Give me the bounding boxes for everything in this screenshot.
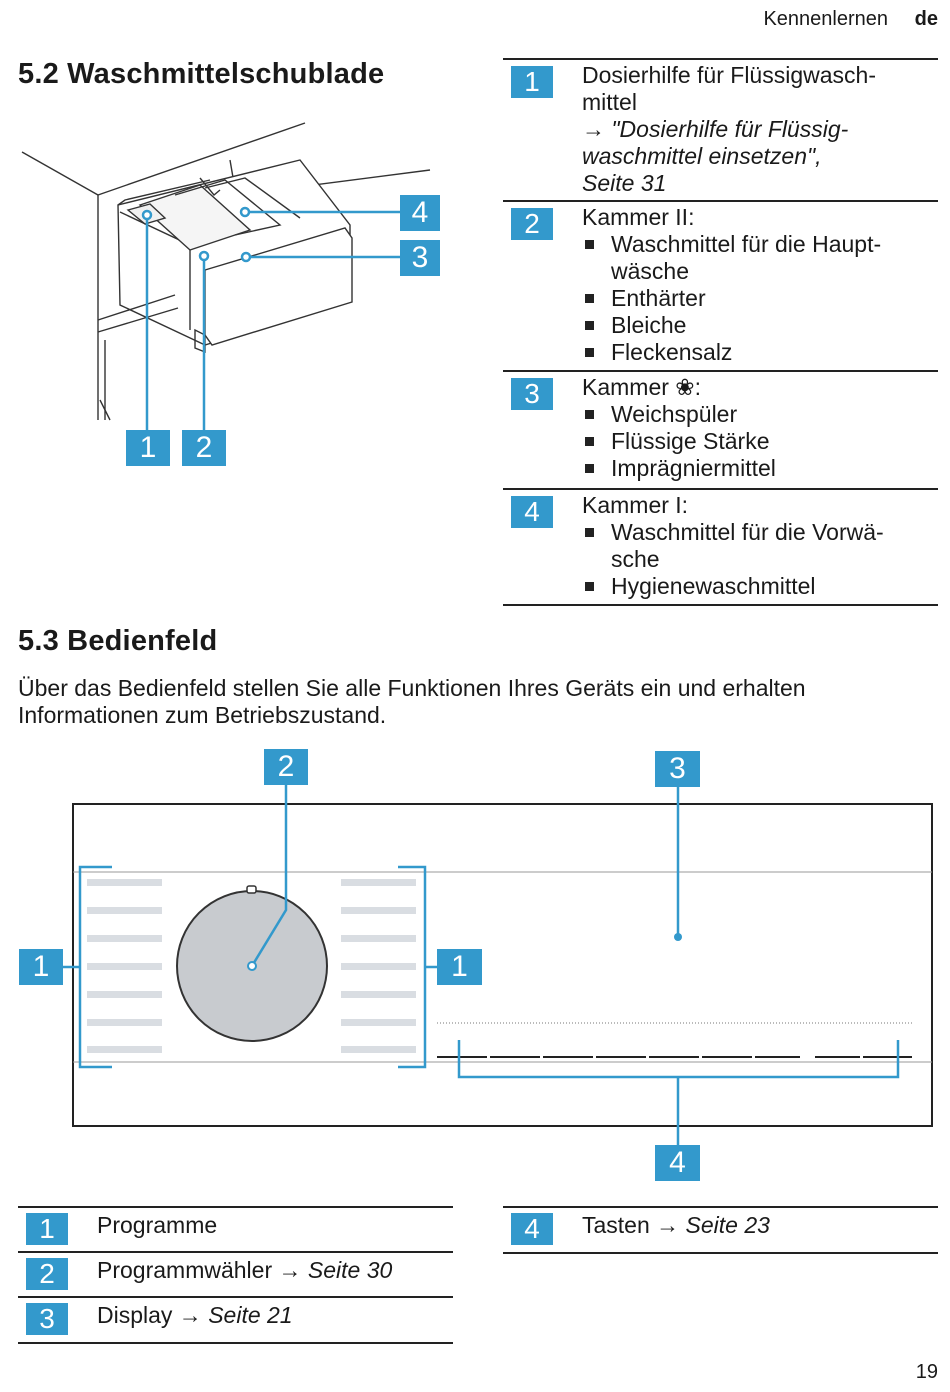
drawer-legend-row-2: 2 Kammer II: Waschmittel für die Haupt-w… [503,200,938,370]
drawer-callout-3: 3 [400,240,440,276]
panel-legend-number-1: 1 [26,1213,68,1245]
panel-legend-number-4: 4 [511,1213,553,1245]
legend-number-3: 3 [511,378,553,410]
section-5-3-intro: Über das Bedienfeld stellen Sie alle Fun… [18,675,938,729]
panel-legend-text-4: Tasten → Seite 23 [582,1212,770,1238]
legend-number-2: 2 [511,208,553,240]
panel-legend-row-2: 2 Programmwähler → Seite 30 [18,1251,453,1297]
section-5-2-title: 5.2 Waschmittelschublade [18,58,385,90]
panel-legend-number-2: 2 [26,1258,68,1290]
legend-bullet: Enthärter [582,285,881,312]
legend-text-1-line2: mittel [582,89,637,115]
drawer-callout-1: 1 [126,430,170,466]
drawer-callout-2: 2 [182,430,226,466]
legend-title-2: Kammer II: [582,204,695,230]
legend-bullet: Hygienewaschmittel [582,573,884,600]
panel-callout-3: 3 [655,751,700,787]
detergent-drawer-illustration [21,122,431,432]
intro-line-2: Informationen zum Betriebszustand. [18,702,387,728]
legend-ref-1a: → "Dosierhilfe für Flüssig- [582,116,849,142]
legend-number-1: 1 [511,66,553,98]
drawer-legend-row-4: 4 Kammer I: Waschmittel für die Vorwä-sc… [503,488,938,606]
header-section-title: Kennenlernen [763,8,888,30]
legend-text-1: Dosierhilfe für Flüssigwasch- mittel → "… [582,62,876,197]
legend-title-4: Kammer I: [582,492,689,518]
legend-bullet: Fleckensalz [582,339,881,366]
legend-bullet: Flüssige Stärke [582,428,776,455]
legend-text-3: Kammer ❀: Weichspüler Flüssige Stärke Im… [582,374,776,482]
panel-legend-text-3: Display → Seite 21 [97,1302,293,1328]
legend-bullet: Imprägniermittel [582,455,776,482]
panel-legend-row-3: 3 Display → Seite 21 [18,1296,453,1344]
panel-callout-4: 4 [655,1145,700,1181]
legend-text-4: Kammer I: Waschmittel für die Vorwä-sche… [582,492,884,600]
panel-callout-1-right: 1 [437,949,482,985]
legend-bullet: Weichspüler [582,401,776,428]
header-language: de [914,8,938,30]
page-number: 19 [915,1361,938,1383]
section-5-3-title: 5.3 Bedienfeld [18,625,218,657]
legend-bullet: Waschmittel für die Haupt-wäsche [582,231,881,285]
legend-text-1-line1: Dosierhilfe für Flüssigwasch- [582,62,876,88]
panel-callout-2: 2 [264,749,308,785]
panel-legend-row-1: 1 Programme [18,1206,453,1252]
drawer-legend-row-1: 1 Dosierhilfe für Flüssigwasch- mittel →… [503,58,938,198]
legend-title-3: Kammer ❀: [582,374,701,400]
drawer-callout-4: 4 [400,195,440,231]
legend-number-4: 4 [511,496,553,528]
legend-bullet: Bleiche [582,312,881,339]
legend-text-2: Kammer II: Waschmittel für die Haupt-wäs… [582,204,881,366]
drawer-legend-row-3: 3 Kammer ❀: Weichspüler Flüssige Stärke … [503,370,938,488]
legend-bullet: Waschmittel für die Vorwä-sche [582,519,884,573]
legend-ref-1b: waschmittel einsetzen", [582,143,822,169]
panel-legend-text-1: Programme [97,1212,218,1238]
panel-legend-text-2: Programmwähler → Seite 30 [97,1257,393,1283]
legend-ref-1c: Seite 31 [582,170,667,196]
intro-line-1: Über das Bedienfeld stellen Sie alle Fun… [18,675,806,701]
control-panel-diagram [62,785,933,1145]
panel-callout-1-left: 1 [19,949,63,985]
panel-legend-row-4: 4 Tasten → Seite 23 [503,1206,938,1254]
panel-legend-number-3: 3 [26,1303,68,1335]
